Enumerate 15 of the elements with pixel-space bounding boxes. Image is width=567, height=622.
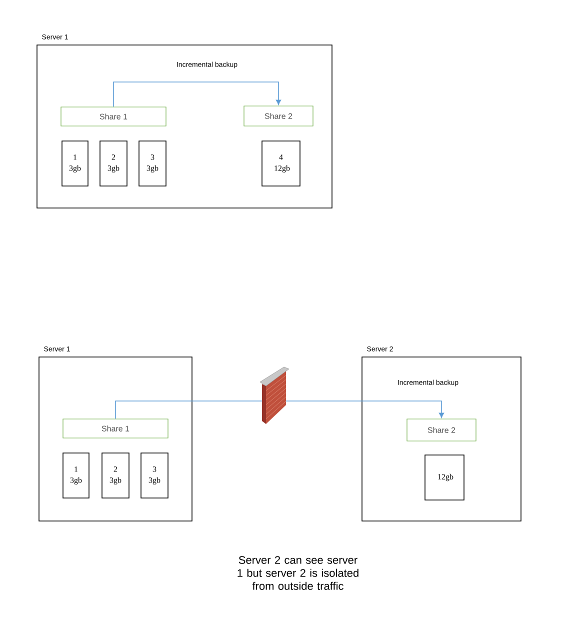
file-box: 1 3gb [62, 140, 88, 186]
file-box: 4 12gb [262, 140, 300, 186]
arrow [113, 82, 282, 108]
file-box: 3 3gb [140, 452, 168, 498]
file-box: 2 3gb [102, 452, 130, 498]
file-box: 2 3gb [100, 140, 128, 186]
caption: Server 2 can see server 1 but server 2 is isolated from outside traffic [238, 556, 358, 590]
arrow [115, 400, 444, 420]
file-box: 3 3gb [138, 140, 166, 186]
share-box: Share 2 [244, 106, 314, 126]
file-box: 1 3gb [62, 452, 90, 498]
share-box: Share 1 [62, 418, 168, 438]
file-box: 12gb [424, 454, 464, 500]
share-box: Share 2 [406, 418, 476, 442]
share-box: Share 1 [60, 106, 166, 126]
